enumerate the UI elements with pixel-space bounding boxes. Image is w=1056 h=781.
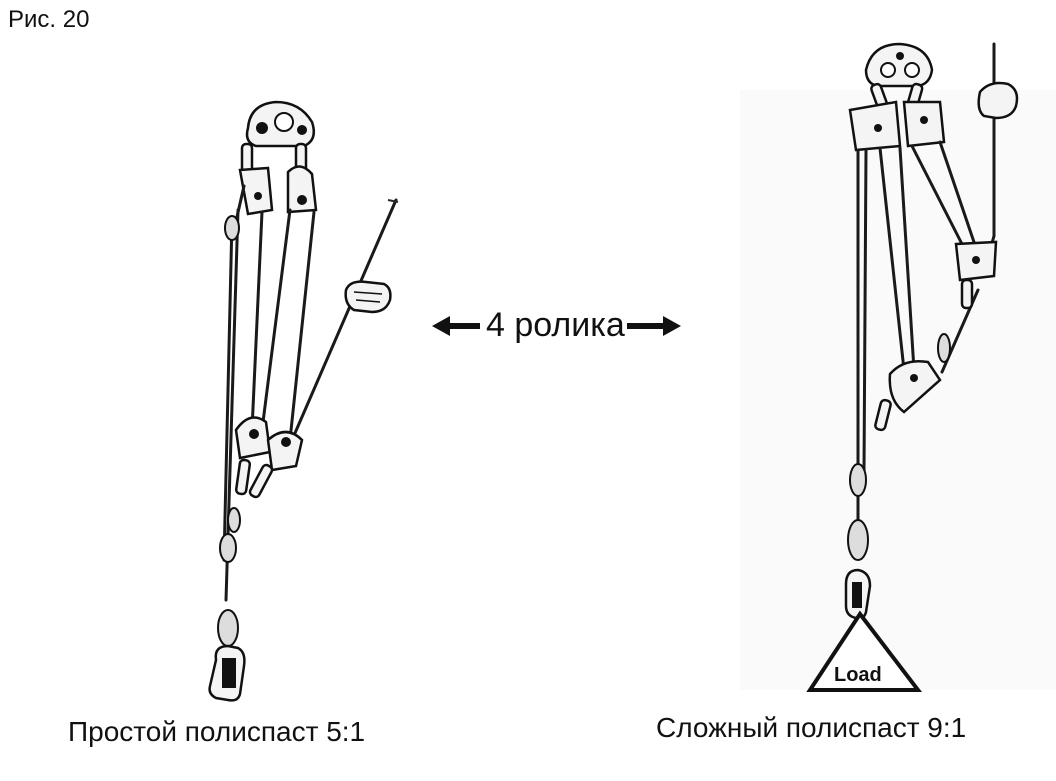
carabiner-icon: [248, 463, 274, 499]
figure-label: Рис. 20: [8, 6, 90, 33]
pulley-icon: [954, 240, 998, 282]
anchor-plate-icon: [245, 100, 315, 148]
pulley-icon: [238, 166, 274, 216]
pulley-count-label: 4 ролика: [486, 306, 625, 344]
carabiner-icon: [960, 278, 974, 310]
pulley-icon: [234, 416, 272, 460]
pulley-icon: [286, 165, 318, 214]
load-label: Load: [834, 664, 882, 686]
carabiner-icon: [208, 644, 246, 702]
pulley-icon: [902, 100, 946, 148]
arrow-right-icon: [626, 315, 681, 336]
arrow-left-icon: [432, 315, 480, 336]
carabiner-icon: [874, 398, 892, 432]
pulley-icon: [266, 430, 304, 472]
pulley-count-annotation: 4 ролика: [432, 306, 681, 345]
pulley-icon: [848, 100, 902, 152]
complex-system-caption: Сложный полиспаст 9:1: [656, 712, 967, 743]
carabiner-icon: [844, 568, 872, 620]
simple-system-caption: Простой полиспаст 5:1: [68, 716, 366, 747]
pulley-icon: [888, 360, 942, 414]
anchor-plate-icon: [864, 42, 934, 88]
load-triangle-icon: [806, 610, 923, 692]
carabiner-icon: [234, 458, 252, 496]
hand-icon: [344, 280, 392, 314]
simple-pulley-system: [208, 100, 399, 702]
complex-pulley-system: [806, 42, 1019, 692]
hand-icon: [977, 81, 1019, 120]
